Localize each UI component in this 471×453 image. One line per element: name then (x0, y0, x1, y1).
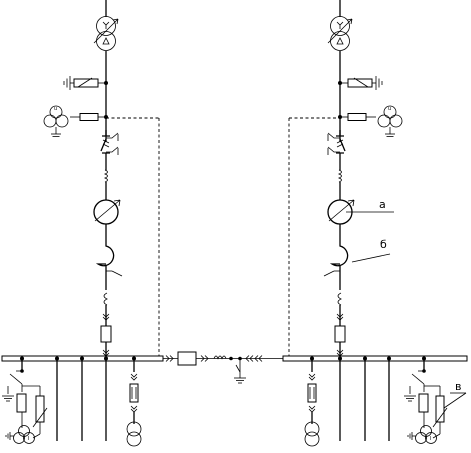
leader-line-v (443, 392, 467, 409)
right-compensating-coil (337, 292, 342, 306)
left-aux-transformer (126, 421, 142, 447)
right-surge-arrester (339, 75, 383, 91)
right-voltage-transformer (339, 105, 403, 137)
left-aux-fuse (129, 373, 139, 413)
left-vt-mark: I (28, 436, 29, 442)
left-surge-arrester (63, 75, 107, 91)
bus-tie-section (163, 351, 283, 384)
right-transformer-branch: а б (288, 0, 403, 358)
label-a: а (379, 198, 386, 211)
left-compensating-coil (103, 292, 108, 306)
right-aux-transformer (304, 421, 320, 447)
right-reactor (331, 243, 349, 267)
left-reactor (97, 243, 115, 267)
left-vt-u-mark: u (54, 106, 57, 112)
left-disconnector (100, 129, 119, 161)
left-current-transformer (104, 169, 108, 183)
left-regulating-unit (93, 199, 121, 225)
right-vt-fuse (418, 393, 429, 413)
right-feeders: I в (304, 361, 467, 447)
label-v: в (455, 380, 461, 393)
right-disconnector (327, 129, 346, 161)
leader-line-b (351, 253, 391, 263)
left-vt-ground (1, 395, 15, 402)
left-power-transformer (93, 16, 119, 51)
right-current-transformer (338, 169, 342, 183)
bus-tie-ground (233, 377, 247, 384)
left-vt-disconnector (9, 373, 23, 385)
right-vt-windings (415, 425, 437, 444)
left-feeders: I (1, 361, 142, 447)
label-b: б (380, 238, 387, 251)
right-earthing-switch (323, 270, 341, 277)
right-vt-disconnector (411, 373, 425, 385)
bus-tie-breaker (177, 351, 197, 366)
left-earthing-switch (105, 270, 123, 277)
right-aux-fuse (307, 373, 317, 413)
left-transformer-branch (43, 0, 160, 358)
bus-tie-current-transformer (213, 355, 227, 360)
right-vt-u-mark: u (388, 106, 391, 112)
left-vt-fuse (16, 393, 27, 413)
right-vt-mark: I (430, 436, 431, 442)
right-vt-ground (403, 395, 417, 402)
left-vt-windings (13, 425, 35, 444)
right-power-transformer (327, 16, 353, 51)
